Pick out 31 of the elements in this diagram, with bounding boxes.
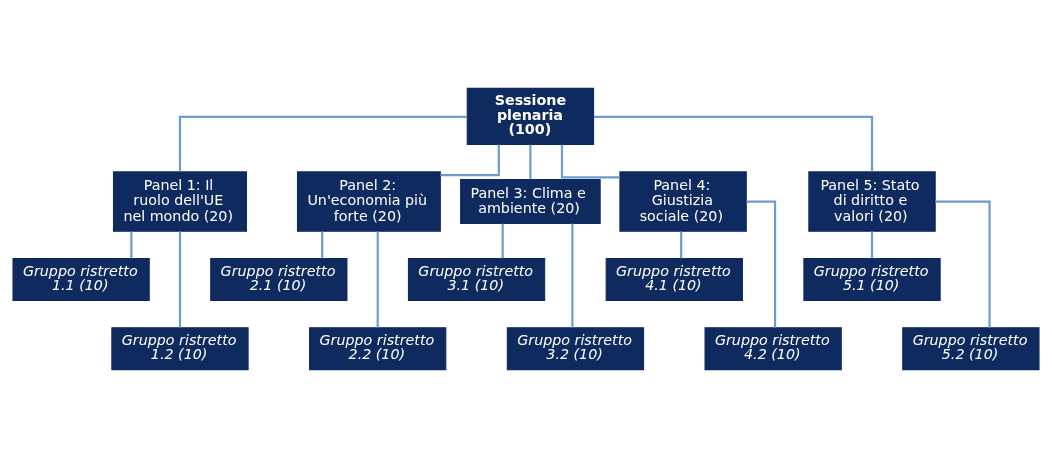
node-box: Gruppo ristretto 5.1 (10) bbox=[803, 257, 941, 301]
connector bbox=[935, 199, 991, 328]
node-box: Gruppo ristretto 4.1 (10) bbox=[605, 257, 743, 301]
node-box: Panel 4: Giustizia sociale (20) bbox=[619, 170, 747, 232]
connector bbox=[321, 230, 324, 258]
node-box: Panel 3: Clima e ambiente (20) bbox=[460, 178, 601, 224]
connector bbox=[571, 223, 574, 327]
node-box: Gruppo ristretto 2.2 (10) bbox=[309, 326, 447, 370]
connector bbox=[680, 230, 683, 258]
connector bbox=[870, 230, 874, 258]
node-box: Sessione plenaria (100) bbox=[466, 87, 595, 145]
connector bbox=[178, 230, 182, 328]
node-box: Gruppo ristretto 1.1 (10) bbox=[12, 257, 150, 301]
node-box: Panel 1: Il ruolo dell'UE nel mondo (20) bbox=[112, 170, 247, 232]
node-box: Gruppo ristretto 1.2 (10) bbox=[111, 326, 249, 370]
node-box: Gruppo ristretto 2.1 (10) bbox=[210, 257, 348, 301]
connector bbox=[529, 144, 532, 179]
connector bbox=[593, 115, 874, 171]
connector bbox=[560, 144, 620, 178]
node-box: Gruppo ristretto 3.1 (10) bbox=[407, 257, 546, 301]
node-box: Gruppo ristretto 4.2 (10) bbox=[704, 326, 842, 370]
node-box: Panel 2: Un'economia più forte (20) bbox=[296, 170, 441, 232]
node-box: Gruppo ristretto 3.2 (10) bbox=[506, 326, 645, 370]
connector bbox=[130, 230, 133, 258]
connector bbox=[178, 115, 467, 171]
connector bbox=[440, 144, 500, 176]
connector bbox=[376, 230, 379, 328]
connector bbox=[501, 223, 504, 258]
node-box: Gruppo ristretto 5.2 (10) bbox=[902, 326, 1040, 370]
node-box: Panel 5: Stato di diritto e valori (20) bbox=[808, 170, 936, 232]
connector bbox=[746, 199, 777, 328]
